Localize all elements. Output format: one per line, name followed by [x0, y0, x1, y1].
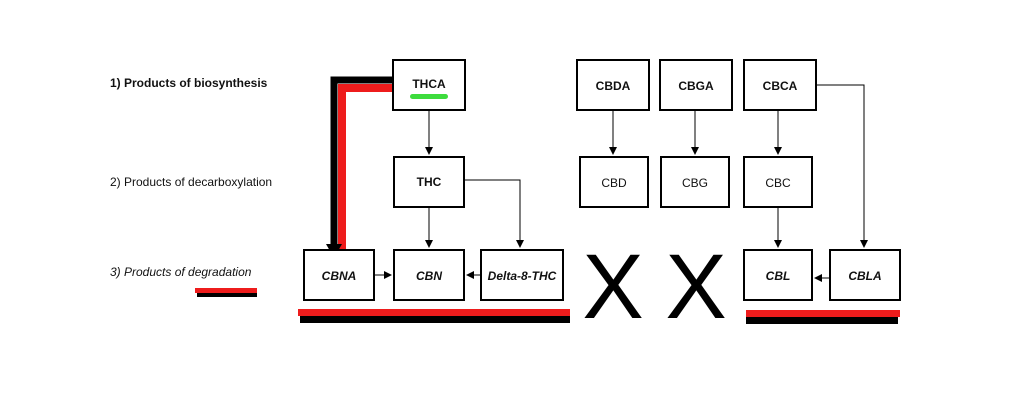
node-cbd: CBD: [579, 156, 649, 208]
svg-text:CBG: CBG: [682, 176, 708, 190]
x-mark-cbd-no-degradation: X: [582, 236, 643, 338]
legend-red-bar: [195, 288, 257, 293]
node-thc: THC: [393, 156, 465, 208]
svg-text:CBCA: CBCA: [763, 79, 798, 93]
svg-text:THC: THC: [417, 175, 442, 189]
left-group-red-bar: [298, 309, 570, 316]
svg-text:CBGA: CBGA: [678, 79, 714, 93]
svg-text:THCA: THCA: [412, 77, 446, 91]
row-label-biosynthesis: 1) Products of biosynthesis: [110, 76, 268, 90]
svg-text:CBD: CBD: [601, 176, 627, 190]
arrow-cbca-cbla: [816, 84, 868, 248]
right-group-red-bar: [746, 310, 900, 317]
row-label-degradation: 3) Products of degradation: [110, 265, 252, 279]
left-group-black-bar: [300, 316, 570, 323]
node-cbg: CBG: [660, 156, 730, 208]
right-group-black-bar: [746, 317, 898, 324]
node-delta8-thc: Delta-8-THC: [480, 249, 564, 301]
thca-cbna-red-path: [338, 84, 393, 250]
svg-text:CBN: CBN: [416, 269, 442, 283]
x-mark-cbg-no-degradation: X: [665, 236, 726, 338]
arrow-thc-delta8: [464, 179, 524, 248]
legend-black-bar: [197, 292, 257, 297]
node-cbla: CBLA: [829, 249, 901, 301]
node-cbn: CBN: [393, 249, 465, 301]
node-cbga: CBGA: [659, 59, 733, 111]
node-cbca: CBCA: [743, 59, 817, 111]
svg-text:CBLA: CBLA: [848, 269, 881, 283]
node-cbc: CBC: [743, 156, 813, 208]
svg-text:CBNA: CBNA: [322, 269, 357, 283]
node-thca: THCA: [392, 59, 466, 111]
row-label-decarboxylation: 2) Products of decarboxylation: [110, 175, 272, 189]
svg-text:CBC: CBC: [765, 176, 791, 190]
svg-text:CBDA: CBDA: [596, 79, 631, 93]
node-cbda: CBDA: [576, 59, 650, 111]
thca-green-highlight: [410, 94, 448, 99]
node-cbl: CBL: [743, 249, 813, 301]
svg-text:Delta-8-THC: Delta-8-THC: [488, 269, 557, 283]
thca-cbna-black-path: [330, 76, 393, 250]
svg-text:CBL: CBL: [766, 269, 791, 283]
node-cbna: CBNA: [303, 249, 375, 301]
